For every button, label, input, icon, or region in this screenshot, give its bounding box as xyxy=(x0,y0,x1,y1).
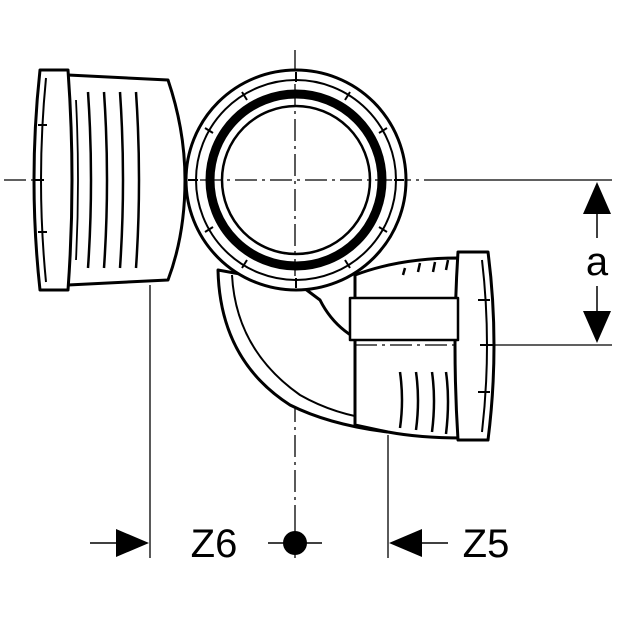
left-socket xyxy=(32,68,187,292)
lower-right-socket xyxy=(348,250,496,442)
lower-flange-tabs xyxy=(478,299,494,393)
dimension-z6-arrow xyxy=(116,529,149,557)
dimension-a-label: a xyxy=(586,240,609,284)
dimension-z5-label: Z5 xyxy=(463,522,510,566)
left-socket-ribs xyxy=(75,91,141,269)
ring-tabs xyxy=(188,72,404,288)
left-flange-tabs xyxy=(34,124,47,233)
dimension-a-arrow-up xyxy=(583,182,611,214)
left-socket-body xyxy=(66,73,187,287)
lower-socket-upper-ribs xyxy=(401,259,450,276)
bend-body xyxy=(216,268,390,434)
dimension-z6: Z6 xyxy=(90,522,322,566)
dimension-a-arrow-down xyxy=(583,311,611,343)
extension-lines xyxy=(149,179,612,558)
dimension-z6-label: Z6 xyxy=(191,522,238,566)
dimension-z5-arrow xyxy=(389,529,422,557)
central-ring xyxy=(184,68,408,292)
lower-socket-body xyxy=(353,256,464,440)
bend-outline xyxy=(216,268,390,434)
lower-socket-inner-tab xyxy=(348,296,460,342)
dimension-origin-dot xyxy=(283,531,307,555)
bend-inner-curve xyxy=(231,274,379,421)
lower-socket-lower-ribs xyxy=(398,371,450,435)
dimension-a: a xyxy=(583,182,611,343)
dimension-z5: Z5 xyxy=(389,522,509,566)
